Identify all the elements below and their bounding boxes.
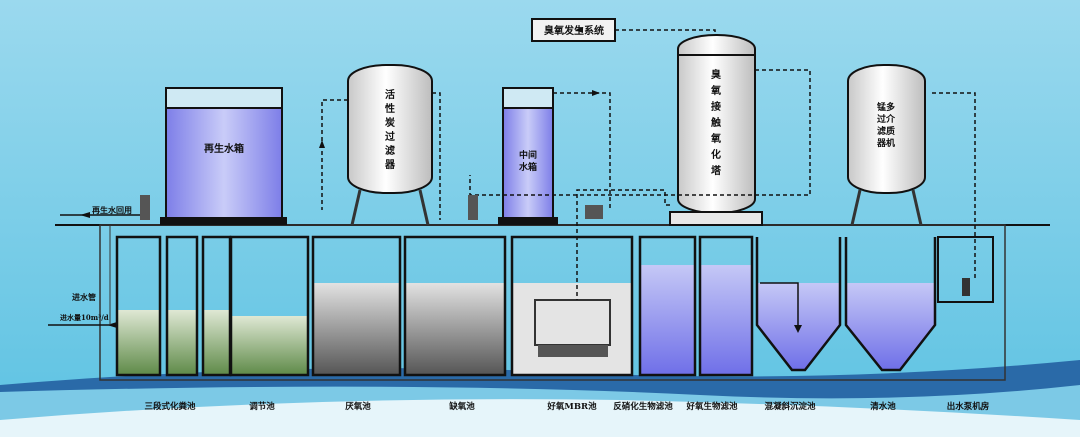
tank-anoxic: [403, 235, 507, 377]
ozone-generator-label: 臭氧发生系统: [544, 24, 604, 37]
carbon-filter-label-6: 器: [384, 159, 396, 171]
inlet-flow-label: 进水量10m³/d: [60, 313, 109, 322]
tank-septic: [115, 235, 232, 377]
tank-label-septic: 三段式化粪池: [144, 401, 196, 412]
mmf-label-4: 器机: [876, 137, 895, 149]
tank-label-aerobic-filter: 好氧生物滤池: [685, 401, 738, 412]
carbon-filter-label-1: 活: [385, 88, 395, 101]
ozone-tower-label-3: 接: [711, 100, 721, 113]
multi-media-filter: [847, 64, 926, 226]
tank-clear-water: [844, 237, 937, 372]
inlet-pipe-label: 进水管: [72, 292, 96, 302]
tank-label-pump-room: 出水泵机房: [947, 401, 990, 412]
wave-light: [0, 399, 1080, 437]
tank-aerobic-filter: [698, 235, 754, 377]
carbon-filter-label-3: 炭: [385, 116, 395, 129]
reuse-label: 再生水回用: [92, 205, 132, 215]
tank-sedimentation: [755, 237, 842, 372]
pipelines: [321, 29, 976, 300]
tank-label-sedimentation: 混凝斜沉淀池: [764, 401, 816, 412]
ozone-tower-label-1: 臭: [711, 68, 721, 81]
carbon-filter-label-2: 性: [384, 102, 395, 115]
tank-denitrification: [638, 235, 697, 377]
carbon-filter: [347, 64, 433, 226]
ozone-tower-label-6: 化: [711, 148, 721, 161]
mmf-label-1: 锰多: [877, 101, 895, 113]
middle-tank-label-1: 中间: [519, 149, 537, 161]
mmf-label-3: 滤质: [877, 125, 895, 137]
middle-tank-label-2: 水箱: [519, 161, 537, 173]
carbon-filter-label-5: 滤: [385, 144, 395, 157]
tank-label-anaerobic: 厌氧池: [345, 401, 371, 412]
tank-label-anoxic: 缺氧池: [448, 401, 475, 412]
pump-room: [937, 236, 994, 303]
tank-mbr: [510, 235, 634, 377]
ozone-tower-label-2: 氧: [710, 84, 721, 97]
reclaimed-water-tank: [160, 87, 287, 225]
tank-regulating: [229, 235, 310, 377]
tank-label-clear-water: 清水池: [870, 401, 896, 412]
tank-label-denitrification: 反硝化生物滤池: [613, 401, 673, 412]
ozone-tower-label-5: 氧: [710, 132, 721, 145]
tank-label-regulating: 调节池: [249, 401, 275, 412]
carbon-filter-label-4: 过: [385, 130, 395, 143]
ozone-tower-label-4: 触: [710, 116, 721, 129]
reclaimed-tank-label: 再生水箱: [204, 142, 244, 155]
ozone-tower-label-7: 塔: [711, 164, 722, 177]
tank-label-mbr: 好氧MBR池: [546, 401, 597, 412]
tank-anaerobic: [311, 235, 402, 377]
mmf-label-2: 过介: [877, 113, 896, 125]
ozone-tower: [669, 34, 763, 226]
middle-water-tank: [498, 87, 558, 225]
pumps: [140, 195, 603, 220]
